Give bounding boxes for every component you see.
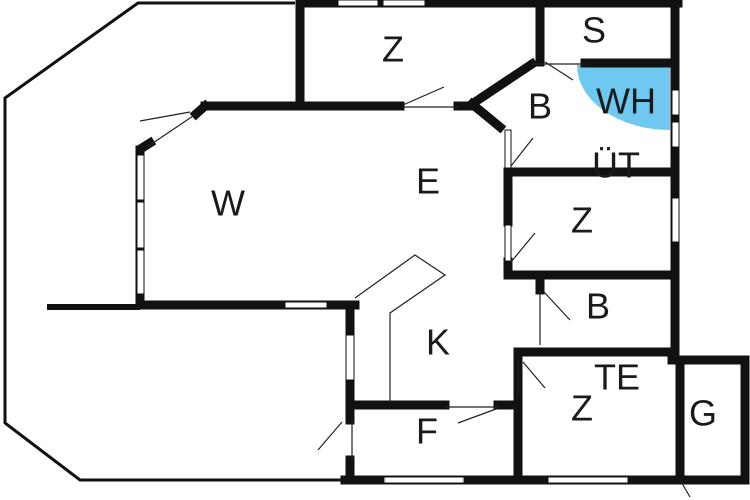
terrace-outline [3,1,345,482]
room-label-z-mid: Z [571,200,593,241]
room-label-b-upper: B [528,86,552,127]
room-label-wh: WH [596,81,656,122]
windows [136,0,680,484]
room-label-b-lower: B [586,286,610,327]
room-label-f: F [416,411,438,452]
room-label-w: W [211,183,245,224]
kitchen-counter [354,254,447,402]
room-label-te: TE [594,357,640,398]
room-label-z-bottom: Z [571,388,593,429]
room-label-k: K [426,322,450,363]
room-label-ut: ÜT [592,145,640,186]
wh-highlight [577,65,670,130]
room-label-e: E [416,161,440,202]
room-label-z-top: Z [382,29,404,70]
room-label-g: G [689,393,717,434]
room-label-s: S [582,10,606,51]
doors [139,61,691,498]
